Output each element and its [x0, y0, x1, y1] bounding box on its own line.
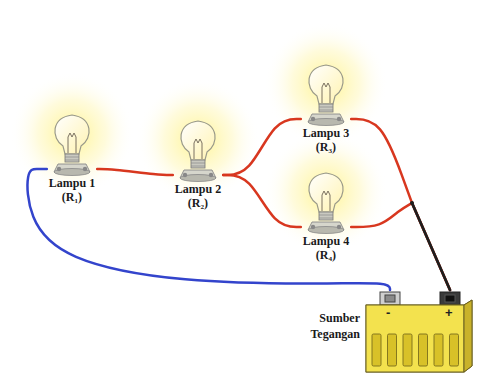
- lamp-label: (R₁): [60, 190, 84, 204]
- wire: [97, 169, 173, 175]
- source-label: Sumber Tegangan: [288, 310, 360, 342]
- wire: [223, 119, 301, 175]
- bulb-symbol: [301, 170, 351, 234]
- wire: [351, 203, 450, 290]
- lamp-label: (R₃): [314, 140, 338, 154]
- battery-symbol: [362, 290, 474, 374]
- black-lead: [412, 203, 450, 290]
- lamp-label: Lampu 1: [47, 176, 97, 190]
- lamp-label: (R₄): [314, 248, 338, 262]
- terminal-sign: -: [386, 306, 390, 319]
- lamp: Lampu 4(R₄): [301, 170, 351, 262]
- bulb-symbol: [301, 62, 351, 126]
- lamp-label: Lampu 4: [301, 234, 351, 248]
- lamp-glow: [264, 130, 388, 254]
- lamp-label: Lampu 2: [173, 182, 223, 196]
- bulb-symbol: [173, 118, 223, 182]
- terminal-sign: +: [445, 306, 453, 319]
- wire: [27, 169, 390, 290]
- lamp-glow: [136, 78, 260, 202]
- lamp-label: Lampu 3: [301, 126, 351, 140]
- lamp-label: (R₂): [186, 196, 210, 210]
- wire: [223, 175, 301, 227]
- bulb-symbol: [47, 112, 97, 176]
- lamp-glow: [264, 22, 388, 146]
- lamp: Lampu 3(R₃): [301, 62, 351, 154]
- wire: [351, 119, 450, 290]
- voltage-source: Sumber Tegangan: [362, 290, 474, 374]
- junction-dot: [410, 201, 414, 205]
- lamp: Lampu 1(R₁): [47, 112, 97, 204]
- lamp: Lampu 2(R₂): [173, 118, 223, 210]
